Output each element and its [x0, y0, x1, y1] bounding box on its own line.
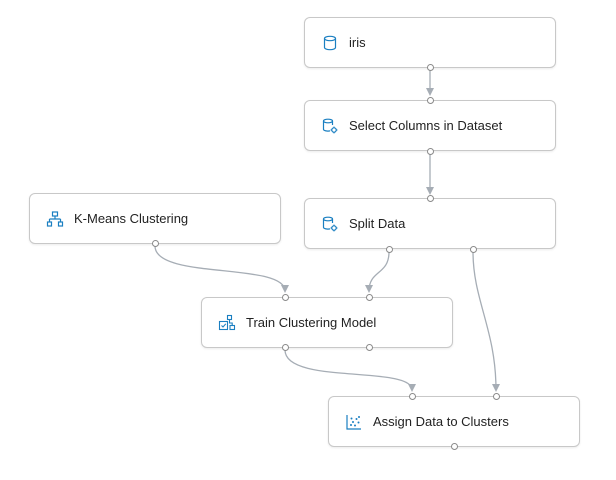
connection-kmeans-to-train-clustering [154, 245, 289, 293]
module-select-columns[interactable]: Select Columns in Dataset [304, 100, 556, 151]
module-assign-data[interactable]: Assign Data to Clusters [328, 396, 580, 447]
connection-train-clustering-to-assign-data [284, 349, 416, 392]
module-label: Select Columns in Dataset [349, 118, 503, 133]
module-label: iris [349, 35, 366, 50]
input-port-train-clustering-2[interactable] [366, 294, 373, 301]
connection-split-data-to-train-clustering [365, 251, 390, 293]
connection-split-data-to-assign-data [472, 251, 500, 392]
output-port-split-data-2[interactable] [470, 246, 477, 253]
hierarchy-icon [46, 210, 64, 228]
input-port-select-columns[interactable] [427, 97, 434, 104]
module-label: K-Means Clustering [74, 211, 189, 226]
output-port-kmeans[interactable] [152, 240, 159, 247]
output-port-iris[interactable] [427, 64, 434, 71]
input-port-split-data[interactable] [427, 195, 434, 202]
module-train-clustering[interactable]: Train Clustering Model [201, 297, 453, 348]
scatter-plot-icon [345, 413, 363, 431]
dataset-transform-icon [321, 117, 339, 135]
output-port-train-clustering-2[interactable] [366, 344, 373, 351]
module-kmeans[interactable]: K-Means Clustering [29, 193, 281, 244]
module-label: Assign Data to Clusters [373, 414, 509, 429]
output-port-split-data-1[interactable] [386, 246, 393, 253]
dataset-transform-icon [321, 215, 339, 233]
module-label: Train Clustering Model [246, 315, 377, 330]
output-port-assign-data[interactable] [451, 443, 458, 450]
train-model-icon [218, 314, 236, 332]
module-split-data[interactable]: Split Data [304, 198, 556, 249]
input-port-train-clustering-1[interactable] [282, 294, 289, 301]
dataset-icon [321, 34, 339, 52]
output-port-select-columns[interactable] [427, 148, 434, 155]
input-port-assign-data-1[interactable] [409, 393, 416, 400]
input-port-assign-data-2[interactable] [493, 393, 500, 400]
module-label: Split Data [349, 216, 406, 231]
module-iris[interactable]: iris [304, 17, 556, 68]
output-port-train-clustering-1[interactable] [282, 344, 289, 351]
